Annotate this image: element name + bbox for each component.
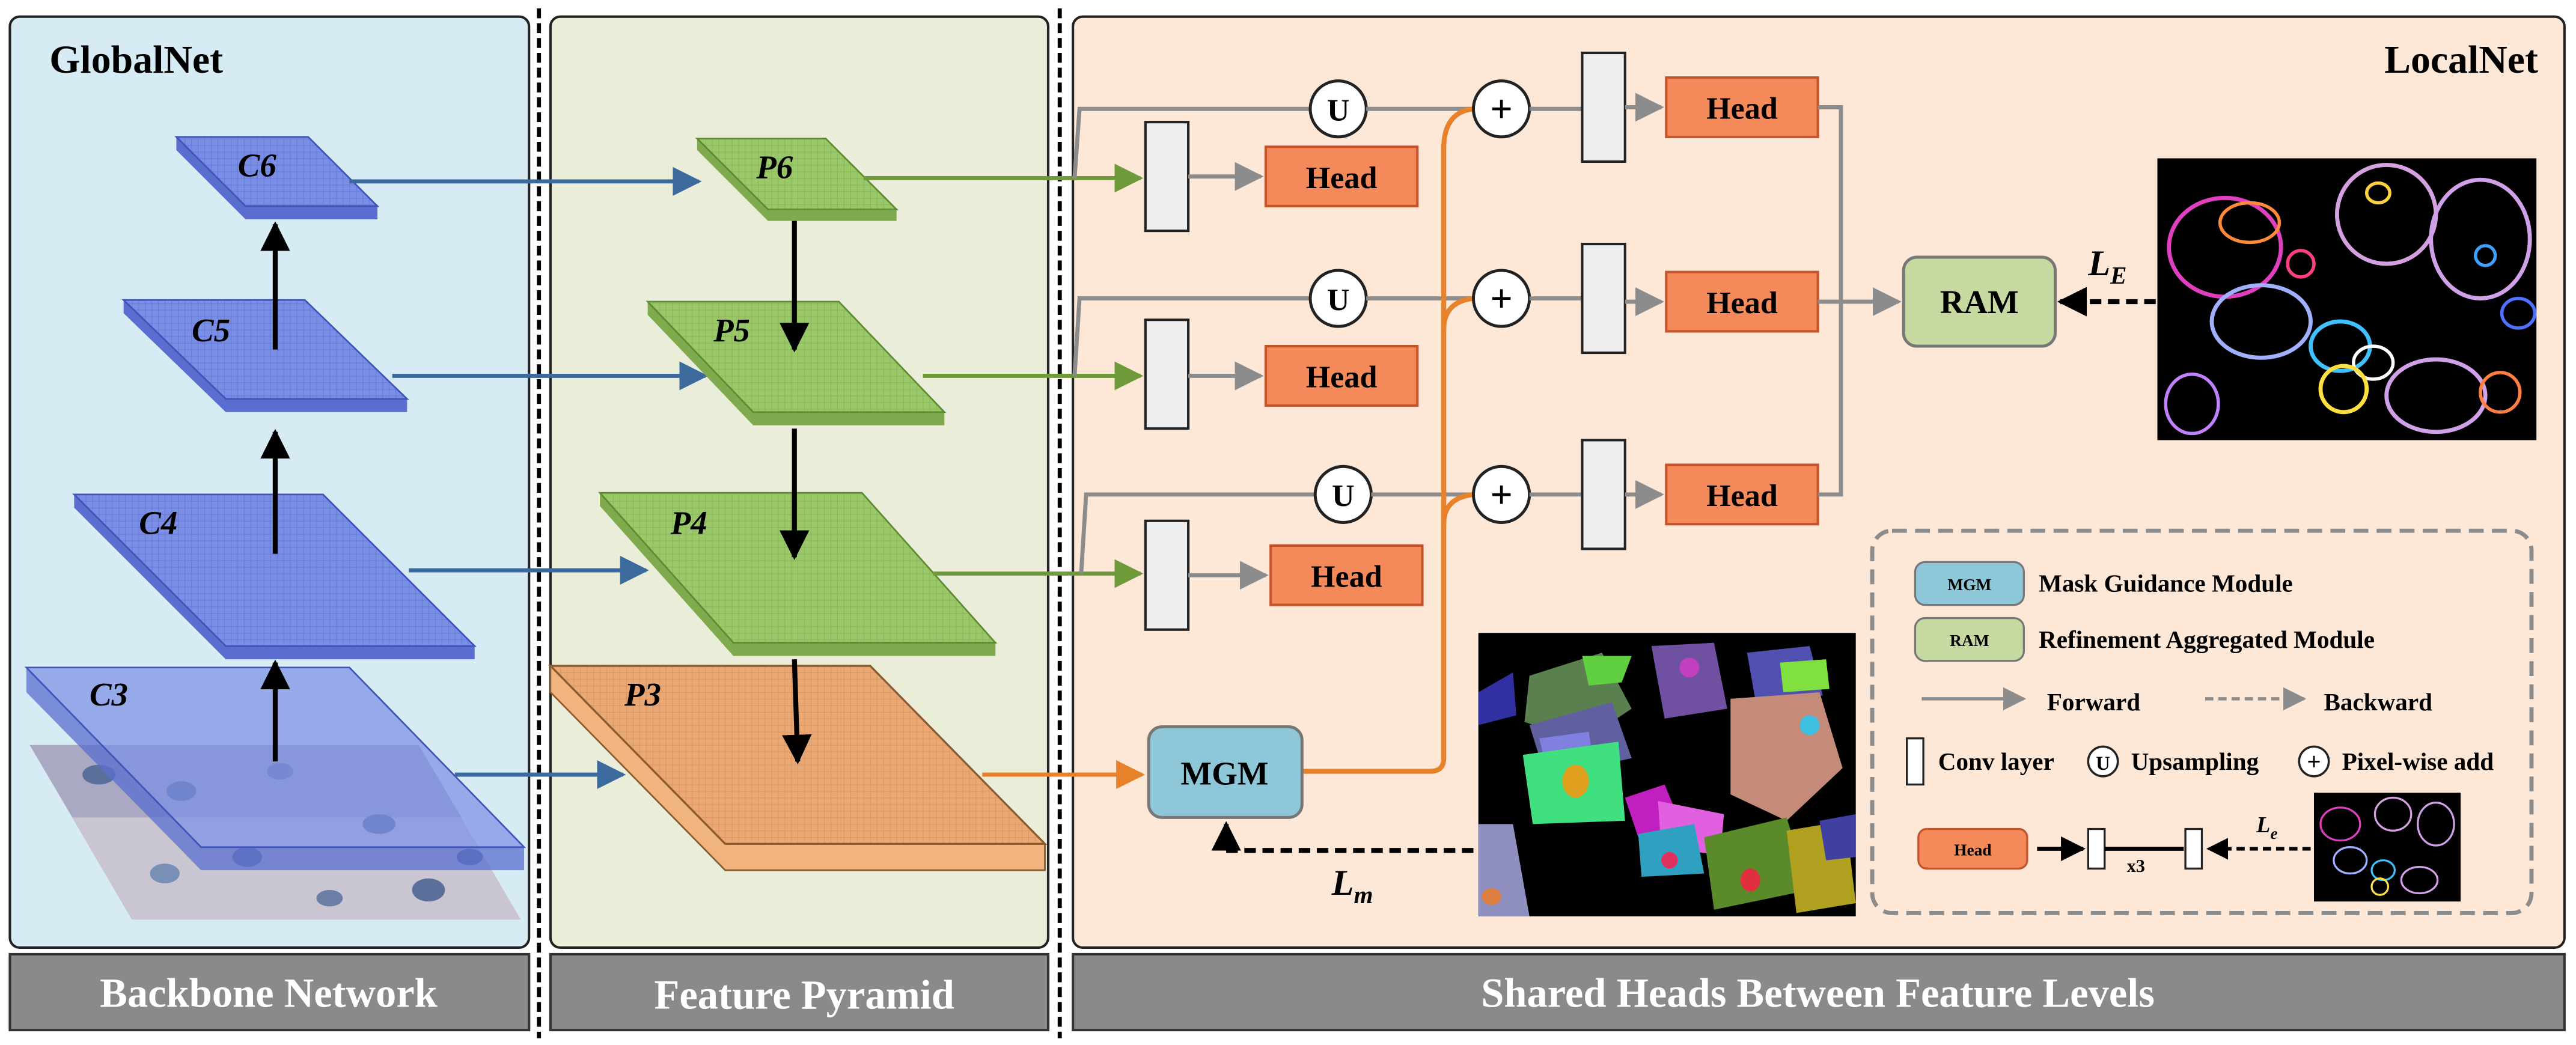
p4-label: P4 (670, 505, 707, 541)
head-right-3: Head (1665, 463, 1819, 526)
footer-pyramid-label: Feature Pyramid (654, 972, 954, 1017)
globalnet-title: GlobalNet (49, 38, 223, 82)
legend-conv-label: Conv layer (1938, 748, 2054, 775)
layer-p5 (646, 300, 947, 425)
head-left-3: Head (1269, 544, 1424, 606)
upsample-2: U (1308, 269, 1368, 328)
layer-c4 (72, 493, 477, 660)
legend-mgm: MGM Mask Guidance Module (1914, 561, 2293, 606)
legend-mgm-short: MGM (1947, 576, 1991, 594)
c5-label: C5 (192, 312, 230, 349)
head-right-3-label: Head (1706, 479, 1778, 513)
legend-le-label: Le (2256, 812, 2278, 842)
footer-heads (1072, 952, 2566, 1032)
contour-output-image (2157, 158, 2537, 440)
legend-head-label: Head (1954, 841, 1991, 859)
upsample-3: U (1313, 465, 1373, 524)
ram-module: RAM (1902, 255, 2057, 348)
conv-right-3 (1581, 439, 1626, 550)
legend-ram-short: RAM (1950, 632, 1989, 650)
legend-head-pipeline: Head x3 Le (1917, 812, 2311, 876)
upsample-1: U (1308, 79, 1368, 139)
legend-repeat-label: x3 (2127, 856, 2145, 876)
layer-p6 (695, 138, 899, 221)
c6-label: C6 (238, 147, 277, 184)
legend-ram-full: Refinement Aggregated Module (2039, 626, 2375, 653)
footer-backbone-label: Backbone Network (100, 970, 438, 1016)
head-left-2: Head (1264, 345, 1419, 407)
head-right-1: Head (1665, 76, 1819, 138)
mgm-guidance-branch-3 (1441, 492, 1474, 525)
head-right-1-label: Head (1706, 92, 1778, 126)
le-label: LE (2087, 243, 2126, 289)
pixel-add-3-symbol: + (1490, 473, 1513, 517)
mgm-label: MGM (1180, 755, 1268, 792)
conv-right-1 (1581, 51, 1626, 163)
mask-output-image (1478, 633, 1856, 916)
conv-left-2 (1144, 318, 1190, 430)
legend-upsample-label: Upsampling (2131, 748, 2259, 775)
legend-add-icon (2298, 745, 2330, 778)
legend-upsample-icon (2087, 745, 2119, 778)
legend-forward-label: Forward (2047, 688, 2140, 716)
branch-middle (1072, 296, 1312, 376)
footer-pyramid (549, 952, 1050, 1032)
branch-bottom (1079, 492, 1316, 574)
arrow-p4-p3 (782, 659, 812, 765)
p6-label: P6 (755, 148, 793, 185)
p3-label: P3 (624, 676, 661, 713)
legend-mgm-full: Mask Guidance Module (2039, 570, 2293, 597)
lm-backward-arrow (1211, 821, 1474, 853)
head-right-2-label: Head (1706, 286, 1778, 320)
layer-p4 (598, 492, 998, 656)
legend-upsample-symbol: U (2096, 753, 2110, 775)
footer-backbone (8, 952, 531, 1032)
head-left-1-label: Head (1306, 161, 1378, 195)
head-right-2: Head (1665, 270, 1819, 333)
localnet-title: LocalNet (2384, 38, 2538, 82)
c3-label: C3 (90, 676, 128, 713)
upsample-3-symbol: U (1332, 479, 1355, 513)
c4-label: C4 (139, 505, 177, 541)
p5-label: P5 (713, 312, 750, 349)
footer-heads-label: Shared Heads Between Feature Levels (1481, 970, 2155, 1016)
pixel-add-1-symbol: + (1490, 87, 1513, 131)
mgm-guidance-line (1302, 106, 1474, 774)
legend-backward-label: Backward (2324, 688, 2432, 716)
mgm-guidance-branch-2 (1441, 296, 1474, 330)
legend-contour-thumbnail (2313, 793, 2461, 902)
legend-add-symbol: + (2307, 748, 2321, 775)
head-left-3-label: Head (1311, 559, 1382, 594)
legend-add-label: Pixel-wise add (2342, 748, 2494, 775)
lm-label: Lm (1331, 863, 1373, 909)
ram-label: RAM (1940, 284, 2019, 320)
upsample-2-symbol: U (1327, 283, 1350, 317)
mgm-module: MGM (1147, 725, 1304, 819)
legend-box (1870, 528, 2534, 915)
layer-c6 (174, 136, 380, 219)
head-left-2-label: Head (1306, 361, 1378, 395)
layer-c5 (121, 299, 409, 412)
conv-left-3 (1144, 519, 1190, 631)
pixel-add-3: + (1472, 465, 1531, 524)
pixel-add-2-symbol: + (1490, 277, 1513, 321)
pixel-add-1: + (1472, 79, 1531, 139)
legend-conv-icon (1906, 737, 1924, 786)
legend-ram: RAM Refinement Aggregated Module (1914, 617, 2375, 662)
conv-right-2 (1581, 243, 1626, 355)
conv-left-1 (1144, 121, 1190, 233)
head-left-1: Head (1264, 145, 1419, 208)
branch-top (1072, 106, 1312, 178)
upsample-1-symbol: U (1327, 93, 1350, 127)
pixel-add-2: + (1472, 269, 1531, 328)
